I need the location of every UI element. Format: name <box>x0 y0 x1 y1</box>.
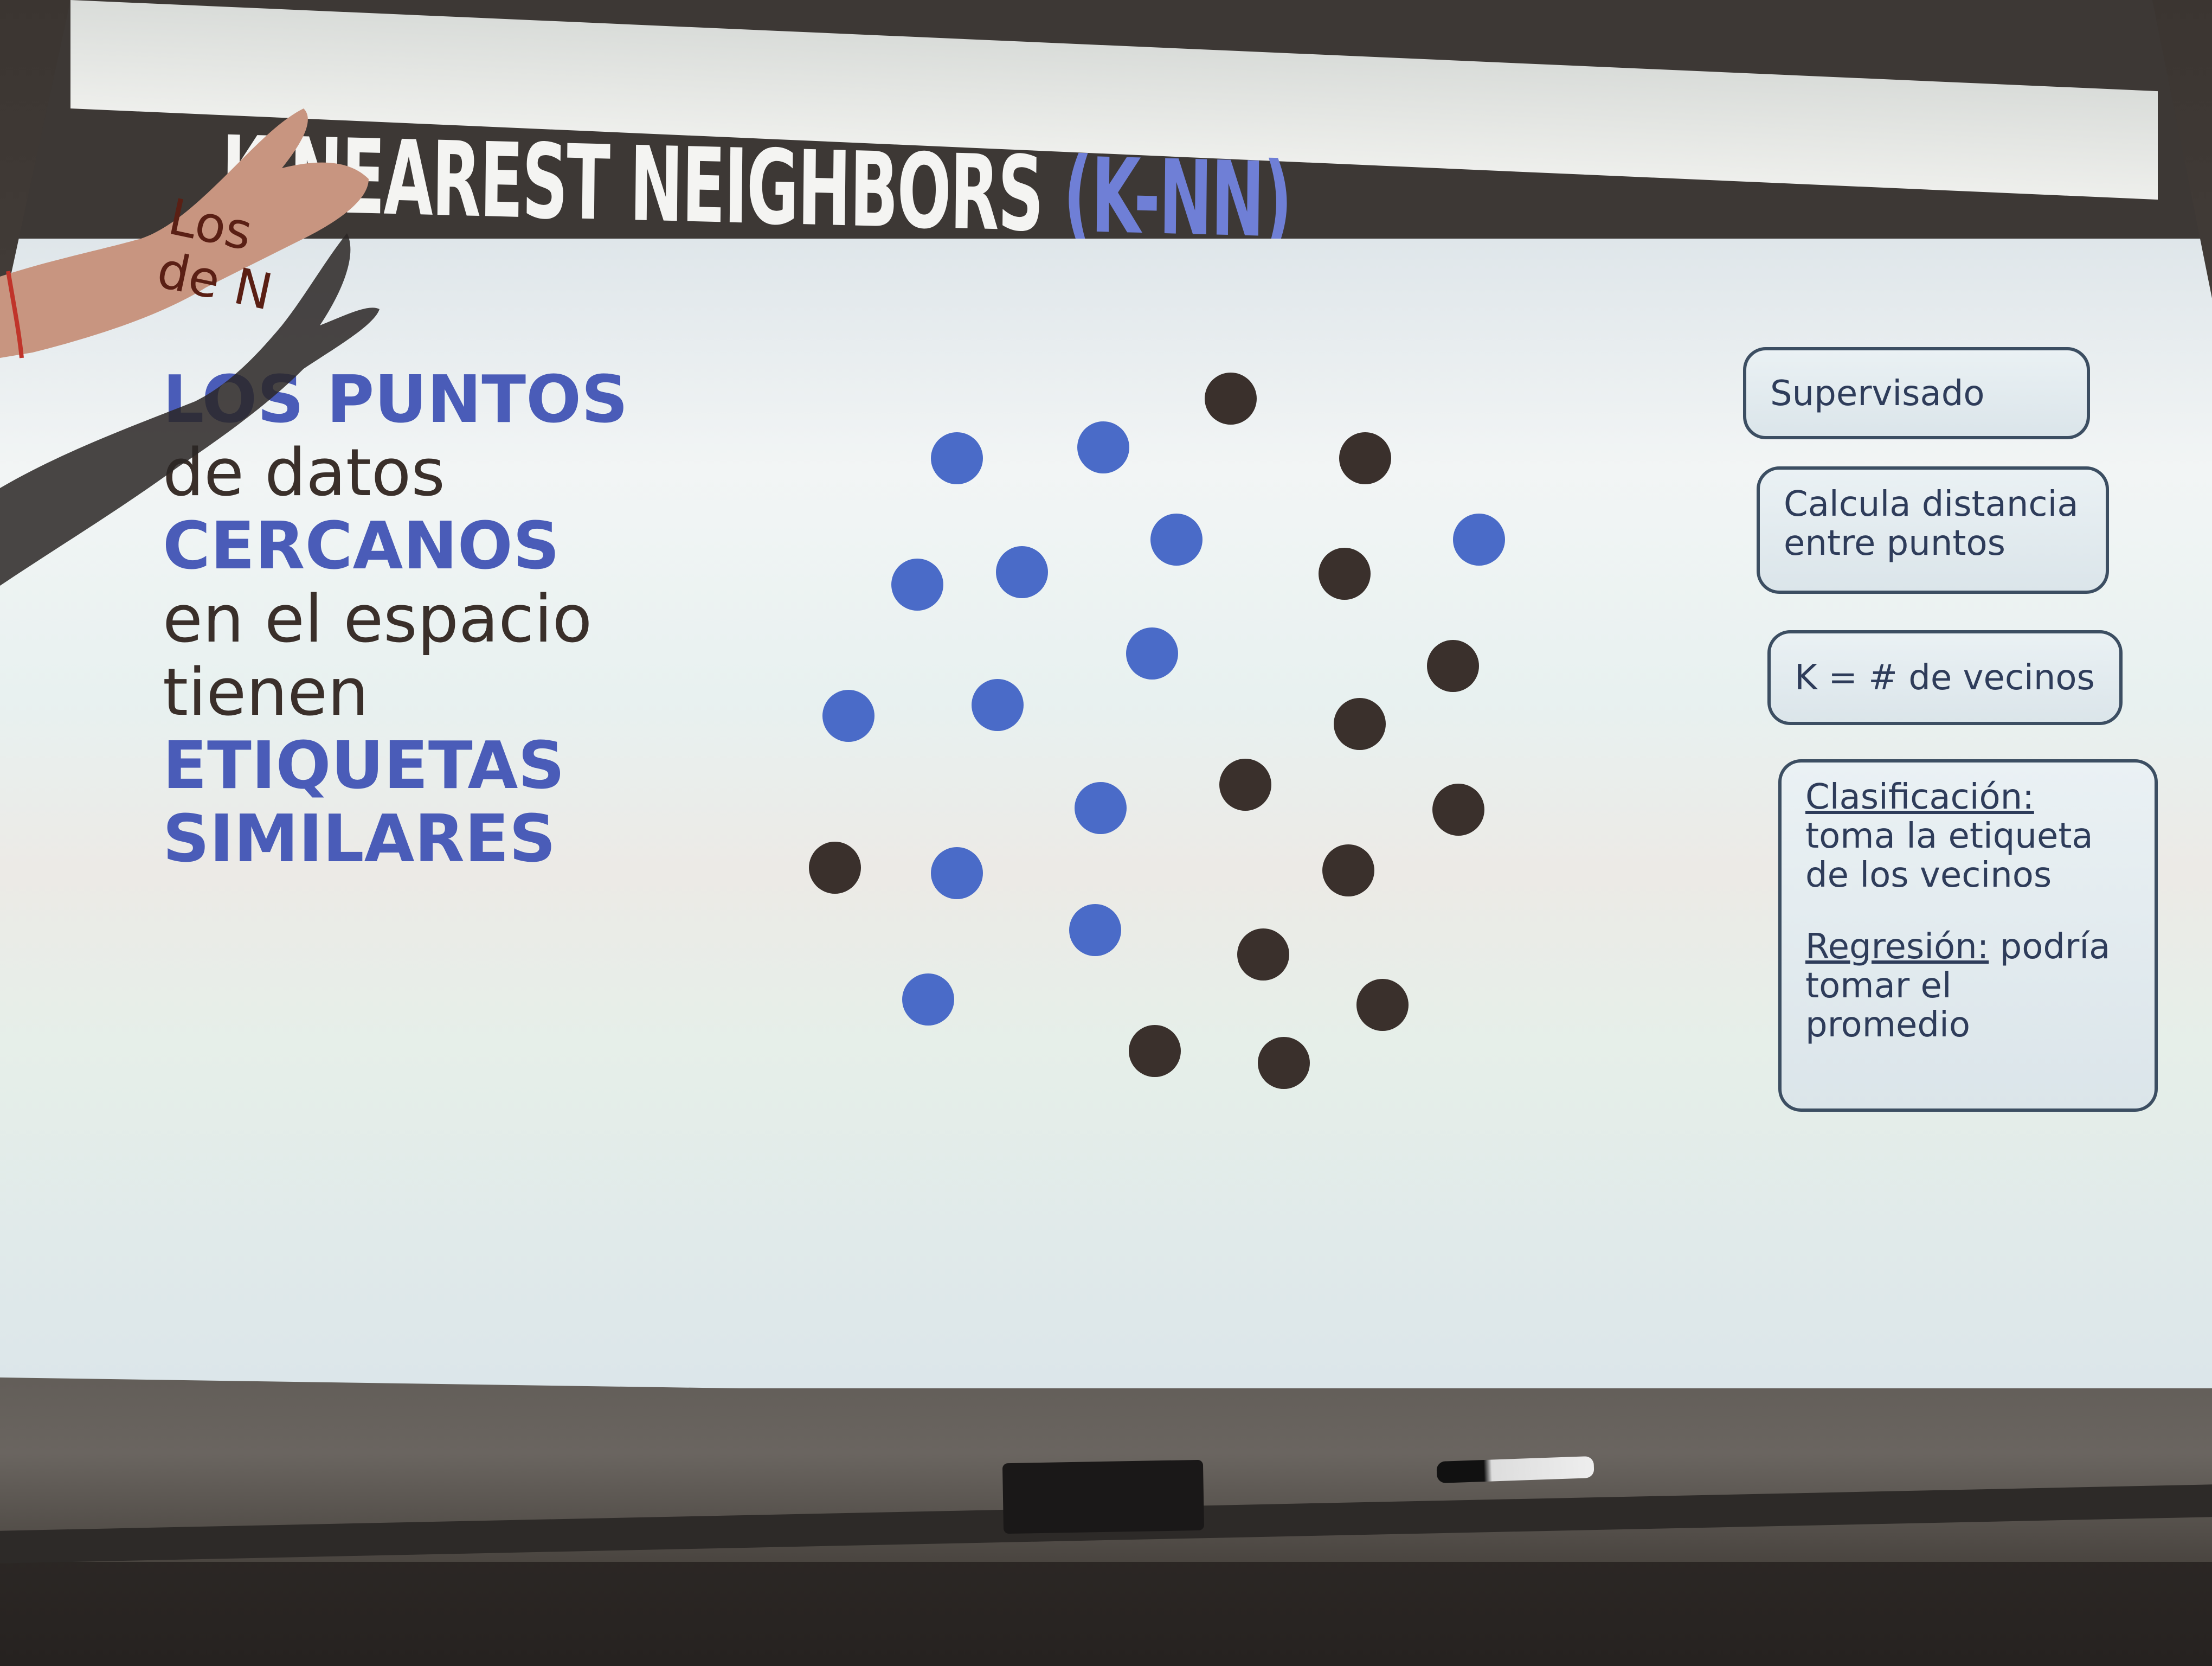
regresion-line-1: podría <box>1989 927 2111 967</box>
hand-skin <box>0 108 369 358</box>
point-blue <box>1077 421 1129 473</box>
left-statement-line: ETIQUETAS <box>163 728 565 804</box>
regresion-row: Regresión: podría <box>1805 927 2131 966</box>
point-dark <box>1129 1025 1181 1077</box>
point-blue <box>1126 627 1178 680</box>
point-dark <box>1427 640 1479 692</box>
point-dark <box>1319 548 1371 600</box>
card-distancia-line-1: Calcula distancia <box>1784 484 2079 524</box>
point-blue <box>822 690 874 742</box>
card-clasif-regresion: Clasificación: toma la etiqueta de los v… <box>1778 759 2158 1112</box>
left-statement-line: en el espacio <box>163 582 593 657</box>
point-blue <box>972 679 1024 731</box>
point-blue <box>891 559 943 611</box>
hand-bracelet <box>6 271 24 358</box>
regresion-line-3: promedio <box>1805 1005 1970 1045</box>
card-spacer <box>1805 895 2131 927</box>
point-blue <box>1453 514 1505 566</box>
point-dark <box>1258 1037 1310 1089</box>
point-blue <box>1150 514 1203 566</box>
clasificacion-label: Clasificación: <box>1805 777 2034 817</box>
hand-shadow <box>0 233 380 586</box>
regresion-line-2: tomar el <box>1805 966 1952 1006</box>
point-dark <box>1432 784 1484 836</box>
eraser <box>1002 1459 1205 1534</box>
clasificacion-line-2: de los vecinos <box>1805 855 2052 895</box>
point-dark <box>1237 928 1289 981</box>
point-dark <box>1205 373 1257 425</box>
left-statement-line: de datos <box>163 435 445 511</box>
point-blue <box>996 546 1048 598</box>
card-distancia: Calcula distancia entre puntos <box>1757 466 2109 594</box>
point-dark <box>1322 844 1374 896</box>
card-supervisado: Supervisado <box>1743 347 2090 439</box>
clasificacion-line-1: toma la etiqueta <box>1805 816 2093 856</box>
presenter-hand <box>0 108 380 586</box>
point-blue <box>931 847 983 899</box>
point-blue <box>902 973 954 1026</box>
card-k-vecinos-text: K = # de vecinos <box>1795 658 2095 698</box>
point-dark <box>1334 698 1386 750</box>
point-dark <box>1339 432 1391 484</box>
point-blue <box>931 432 983 484</box>
card-k-vecinos: K = # de vecinos <box>1767 630 2123 725</box>
regresion-label: Regresión: <box>1805 927 1989 967</box>
point-dark <box>1356 979 1409 1031</box>
left-statement-line: tienen <box>163 655 369 731</box>
left-statement-line: SIMILARES <box>163 802 556 877</box>
card-supervisado-text: Supervisado <box>1770 374 1985 414</box>
point-blue <box>1075 782 1127 834</box>
point-blue <box>1069 904 1121 956</box>
hand-writing: Los de N <box>152 188 288 322</box>
left-statement-line: CERCANOS <box>163 509 560 584</box>
point-dark <box>1219 759 1271 811</box>
card-distancia-line-2: entre puntos <box>1784 523 2005 563</box>
point-dark <box>809 842 861 894</box>
